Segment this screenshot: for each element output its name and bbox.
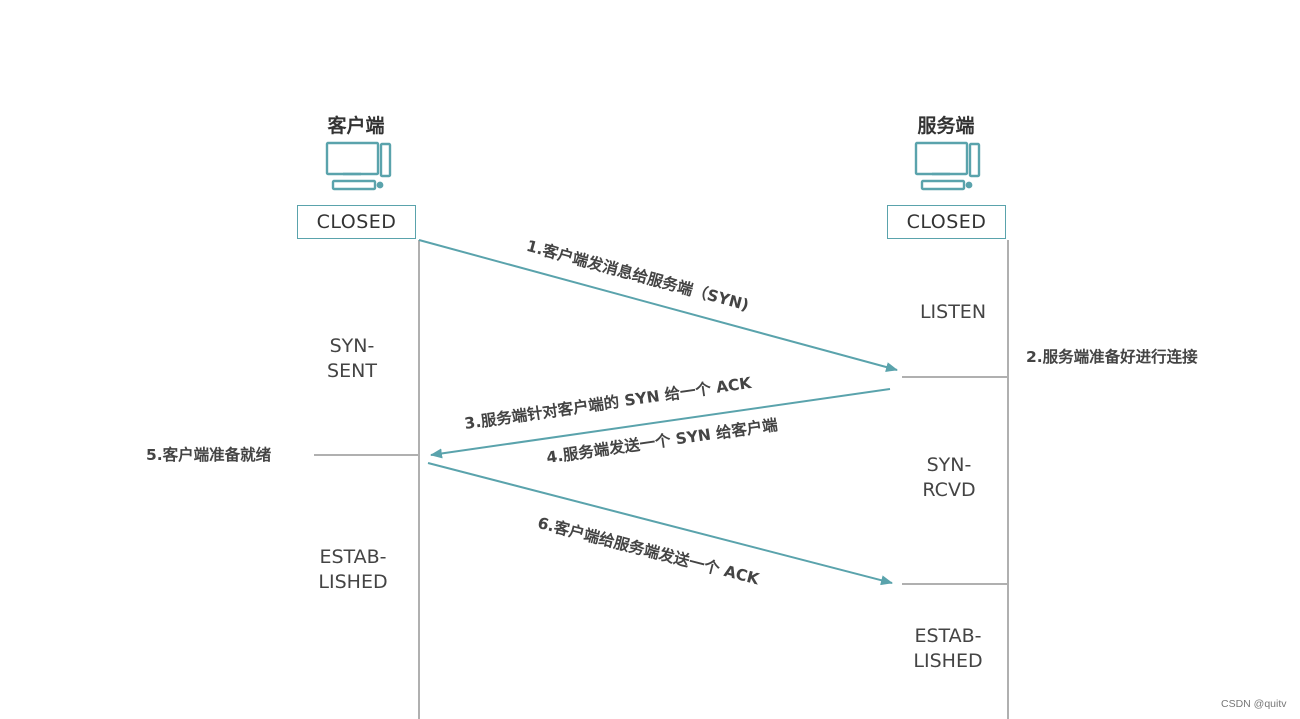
watermark: CSDN @quitv [1221, 698, 1287, 710]
state-line: ESTAB- [319, 546, 387, 568]
state-line: RCVD [922, 479, 976, 501]
syn-arrow [418, 239, 898, 372]
message-2-label: 2.服务端准备好进行连接 [1026, 348, 1198, 366]
state-line: SYN- [926, 454, 972, 476]
state-line: LISTEN [919, 301, 987, 323]
server-state-listen: LISTEN [883, 300, 1023, 325]
server-state-established: ESTAB- LISHED [878, 624, 1018, 674]
server-closed-state: CLOSED [887, 205, 1006, 239]
client-computer-icon [325, 141, 392, 191]
message-5-label: 5.客户端准备就绪 [146, 446, 272, 464]
server-title: 服务端 [917, 115, 975, 137]
state-line: ESTAB- [914, 625, 982, 647]
ack-arrow [427, 462, 893, 586]
state-line: SYN- [329, 335, 375, 357]
client-closed-state: CLOSED [297, 205, 416, 239]
client-state-established: ESTAB- LISHED [283, 545, 423, 595]
server-state-syn-rcvd: SYN- RCVD [879, 453, 1019, 503]
state-line: LISHED [913, 650, 983, 672]
state-line: LISHED [318, 571, 388, 593]
state-line: SENT [327, 360, 377, 382]
server-computer-icon [914, 141, 981, 191]
client-title: 客户端 [327, 115, 385, 137]
client-state-syn-sent: SYN- SENT [282, 334, 422, 384]
syn-ack-arrow [430, 388, 891, 459]
